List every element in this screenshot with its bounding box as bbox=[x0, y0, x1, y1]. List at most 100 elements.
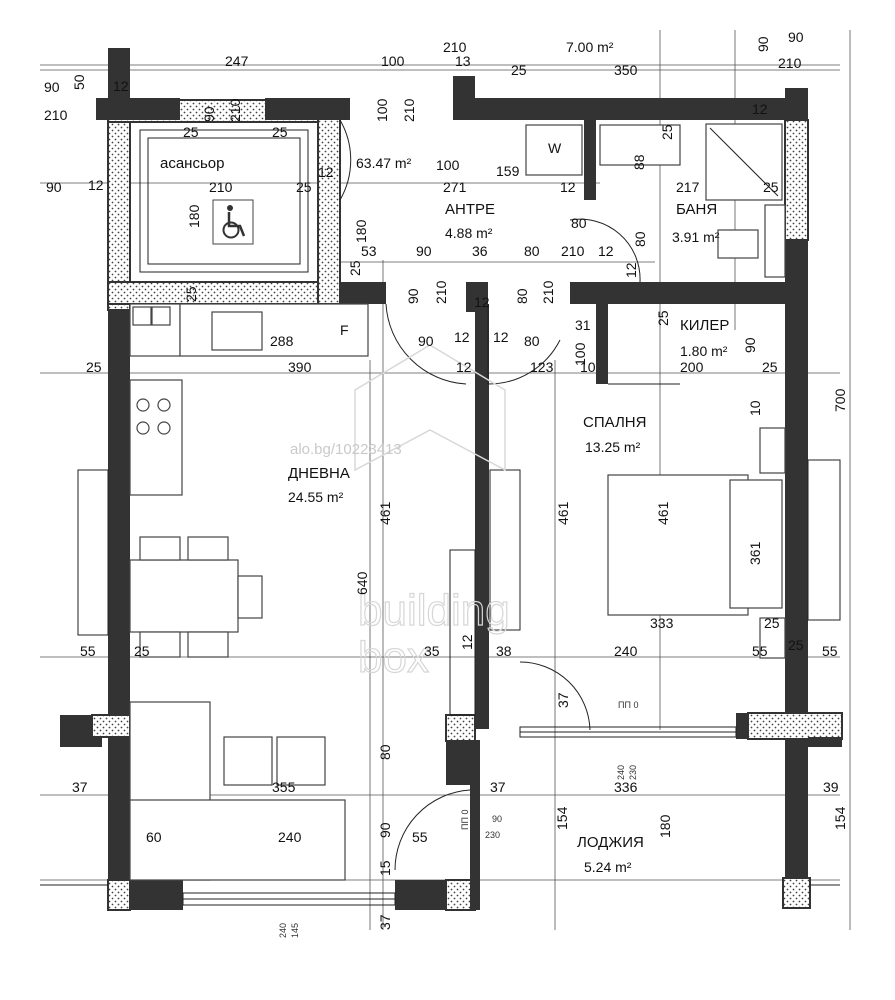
dim-label: 25 bbox=[762, 359, 778, 375]
dim-label: 90 bbox=[201, 106, 217, 122]
furniture bbox=[129, 123, 786, 881]
dim-small: 240 bbox=[278, 923, 288, 938]
walls bbox=[60, 48, 843, 911]
room-area-bath: 3.91 m² bbox=[672, 229, 720, 245]
dim-label: 12 bbox=[88, 177, 104, 193]
dim-small: 230 bbox=[485, 830, 500, 840]
dim-label: 12 bbox=[598, 243, 614, 259]
dim-label: 210 bbox=[209, 179, 233, 195]
dim-label: 25 bbox=[296, 179, 312, 195]
dim-label: 25 bbox=[511, 62, 527, 78]
dim-label: 12 bbox=[318, 164, 334, 180]
dim-label: 210 bbox=[778, 55, 802, 71]
dim-label: 100 bbox=[436, 157, 460, 173]
room-name-elevator: асансьор bbox=[160, 155, 224, 172]
dim-label: 180 bbox=[186, 204, 202, 228]
dim-label: 12 bbox=[752, 101, 768, 117]
dim-label: 80 bbox=[524, 333, 540, 349]
dim-label: 180 bbox=[353, 219, 369, 243]
dim-label: 37 bbox=[555, 692, 571, 708]
dim-label: 210 bbox=[443, 39, 467, 55]
dim-label: 336 bbox=[614, 779, 638, 795]
fridge-label: F bbox=[340, 322, 349, 338]
dim-label: 154 bbox=[832, 806, 848, 830]
room-area-hall: 4.88 m² bbox=[445, 225, 493, 241]
dim-label: 10 bbox=[580, 359, 596, 375]
dim-label: 180 bbox=[657, 814, 673, 838]
dim-label: 12 bbox=[493, 329, 509, 345]
dim-label: 461 bbox=[555, 501, 571, 525]
dim-label: 700 bbox=[832, 388, 848, 412]
door-swings bbox=[339, 119, 680, 871]
dim-label: 100 bbox=[374, 98, 390, 122]
dim-label: 80 bbox=[514, 288, 530, 304]
room-name-loggia: ЛОДЖИЯ bbox=[577, 834, 644, 851]
dim-label: 25 bbox=[347, 260, 363, 276]
dim-label: 88 bbox=[631, 154, 647, 170]
dim-label: 36 bbox=[472, 243, 488, 259]
dim-label: 12 bbox=[113, 78, 129, 94]
watermark-brand-line2: box bbox=[358, 633, 429, 682]
dim-label: 100 bbox=[572, 342, 588, 366]
room-name-bath: БАНЯ bbox=[676, 201, 717, 218]
dim-label: 80 bbox=[571, 215, 587, 231]
dim-label: 12 bbox=[459, 634, 475, 650]
dim-label: 12 bbox=[454, 329, 470, 345]
room-area-loggia: 5.24 m² bbox=[584, 859, 632, 875]
dim-label: 90 bbox=[755, 36, 771, 52]
dim-label: 271 bbox=[443, 179, 467, 195]
dim-label: 80 bbox=[377, 744, 393, 760]
dim-label: 123 bbox=[530, 359, 554, 375]
dim-label: 10 bbox=[747, 400, 763, 416]
dim-small: 230 bbox=[628, 765, 638, 780]
dim-label: 55 bbox=[822, 643, 838, 659]
wheelchair-icon bbox=[222, 205, 246, 239]
dim-label: 37 bbox=[490, 779, 506, 795]
dim-label: 80 bbox=[524, 243, 540, 259]
dim-label: 90 bbox=[377, 822, 393, 838]
dim-label: 25 bbox=[134, 643, 150, 659]
dim-label: 25 bbox=[788, 637, 804, 653]
dim-label: 90 bbox=[416, 243, 432, 259]
dim-label: 333 bbox=[650, 615, 674, 631]
dim-small: 90 bbox=[492, 814, 502, 824]
dim-label: 53 bbox=[361, 243, 377, 259]
dim-label: 25 bbox=[655, 310, 671, 326]
room-labels: асансьор АНТРЕ 4.88 m² БАНЯ 3.91 m² КИЛЕ… bbox=[160, 39, 729, 875]
dim-label: 461 bbox=[377, 501, 393, 525]
dim-label: 60 bbox=[146, 829, 162, 845]
dim-label: 240 bbox=[278, 829, 302, 845]
dim-label: 210 bbox=[44, 107, 68, 123]
dim-label: 90 bbox=[788, 29, 804, 45]
dim-small: 145 bbox=[290, 923, 300, 938]
room-area-bedroom: 13.25 m² bbox=[585, 439, 641, 455]
dim-label: 31 bbox=[575, 317, 591, 333]
area-700: 7.00 m² bbox=[566, 39, 614, 55]
dim-label: 39 bbox=[823, 779, 839, 795]
dim-label: 361 bbox=[747, 541, 763, 565]
dim-label: 37 bbox=[377, 914, 393, 930]
room-name-living: ДНЕВНА bbox=[288, 465, 350, 482]
area-6347: 63.47 m² bbox=[356, 155, 412, 171]
room-name-bedroom: СПАЛНЯ bbox=[583, 414, 646, 431]
dim-label: 25 bbox=[272, 124, 288, 140]
dim-label: 247 bbox=[225, 53, 249, 69]
dim-label: 13 bbox=[455, 53, 471, 69]
dimension-labels: 247 100 210 13 25 350 90 210 90 90 50 12… bbox=[44, 29, 848, 938]
dim-label: 210 bbox=[561, 243, 585, 259]
dim-label: 50 bbox=[71, 74, 87, 90]
watermark-brand-line1: building bbox=[358, 586, 510, 635]
dim-label: 25 bbox=[86, 359, 102, 375]
dim-label: 25 bbox=[183, 286, 199, 302]
dim-label: 12 bbox=[560, 179, 576, 195]
dim-label: 90 bbox=[44, 79, 60, 95]
dim-label: 350 bbox=[614, 62, 638, 78]
dim-label: 90 bbox=[46, 179, 62, 195]
dim-label: 55 bbox=[412, 829, 428, 845]
dim-label: 37 bbox=[72, 779, 88, 795]
room-area-storage: 1.80 m² bbox=[680, 343, 728, 359]
dim-label: 12 bbox=[456, 359, 472, 375]
dim-small: 240 bbox=[616, 765, 626, 780]
dim-label: 25 bbox=[183, 124, 199, 140]
